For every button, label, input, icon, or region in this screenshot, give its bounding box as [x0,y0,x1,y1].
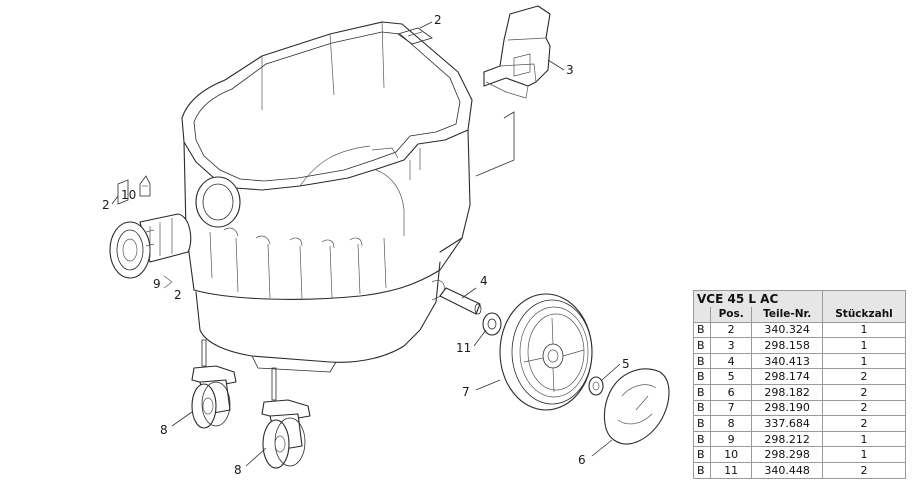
row-pos: 6 [709,383,753,401]
row-quantity: 1 [822,337,906,354]
row-flag: B [693,415,711,432]
row-quantity: 1 [822,446,906,463]
row-pos: 3 [709,337,753,354]
table-header-row: Pos. Teile-Nr. Stückzahl [693,307,906,323]
row-flag: B [693,399,711,417]
label-part-2-top [397,27,433,45]
castor-part-8-right [261,367,311,469]
row-part-number: 298.174 [751,368,824,385]
header-spacer [822,290,906,307]
row-part-number: 298.158 [751,337,824,354]
callout-5: 5 [622,357,630,371]
callout-6: 6 [578,453,586,467]
row-quantity: 2 [822,383,906,401]
clip-part-5 [588,376,604,396]
row-quantity: 2 [822,461,906,479]
row-part-number: 298.182 [751,383,824,401]
row-quantity: 1 [822,321,906,339]
axle-part-4 [439,287,482,315]
washer-part-11 [482,312,502,336]
row-part-number: 298.190 [751,399,824,417]
row-quantity: 1 [822,430,906,448]
model-title: VCE 45 L AC [692,290,824,307]
row-part-number: 298.298 [751,446,824,463]
callout-10: 10 [121,188,136,202]
callout-3: 3 [566,63,574,77]
castor-part-8-left [191,339,237,429]
header-quantity: Stückzahl [822,307,906,323]
row-pos: 8 [709,415,753,432]
row-part-number: 337.684 [751,415,824,432]
callout-11: 11 [456,341,471,355]
callout-8-left: 8 [160,423,168,437]
row-flag: B [693,337,711,354]
hose-inlet-part-9 [109,213,192,279]
hubcap-part-6 [603,368,670,445]
bracket-part-3 [483,5,551,99]
container-tub [181,21,473,373]
callout-9: 9 [153,277,161,291]
exploded-parts-diagram: 2 3 2 10 9 2 4 11 5 7 8 8 6 [102,5,670,477]
row-flag: B [693,461,711,479]
small-part-marker [163,275,173,289]
row-pos: 5 [709,368,753,385]
row-flag: B [693,321,711,339]
callout-4: 4 [480,274,488,288]
wheel-part-7 [499,293,593,411]
callout-7: 7 [462,385,470,399]
row-flag: B [693,430,711,448]
row-part-number: 340.413 [751,352,824,370]
row-pos: 10 [709,446,753,463]
small-parts-10 [117,175,151,205]
row-part-number: 340.448 [751,461,824,479]
row-part-number: 340.324 [751,321,824,339]
header-part-number: Teile-Nr. [751,307,824,323]
callout-2-lower: 2 [174,288,182,302]
row-pos: 7 [709,399,753,417]
header-pos: Pos. [709,307,753,323]
row-flag: B [693,383,711,401]
row-quantity: 1 [822,352,906,370]
row-flag: B [693,368,711,385]
row-flag: B [693,446,711,463]
row-quantity: 2 [822,399,906,417]
row-quantity: 2 [822,368,906,385]
callout-2-top: 2 [434,13,442,27]
header-flag [693,307,711,323]
row-quantity: 2 [822,415,906,432]
callout-8-right: 8 [234,463,242,477]
row-pos: 4 [709,352,753,370]
row-part-number: 298.212 [751,430,824,448]
row-pos: 11 [709,461,753,479]
table-model-row: VCE 45 L AC [692,290,906,307]
row-pos: 9 [709,430,753,448]
callout-2-left: 2 [102,198,110,212]
row-flag: B [693,352,711,370]
row-pos: 2 [709,321,753,339]
